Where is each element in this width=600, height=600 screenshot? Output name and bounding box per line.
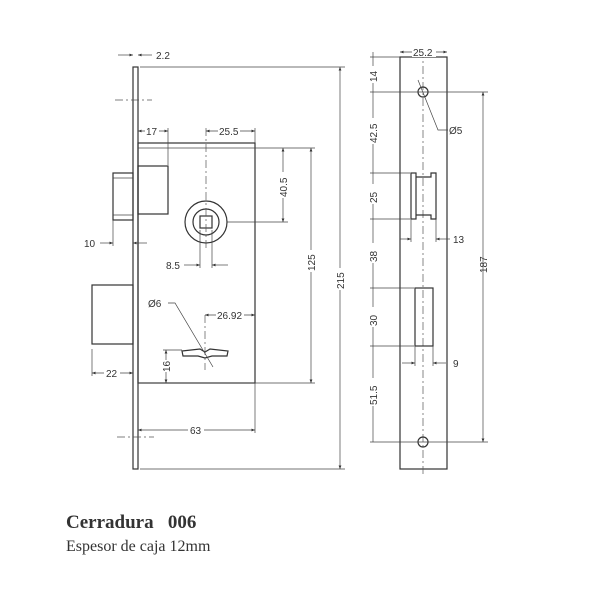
dim-hole-dia: Ø6 — [148, 299, 162, 310]
dim-body-depth: 63 — [190, 426, 202, 437]
dim-bolt-projection: 22 — [106, 369, 118, 380]
latch-housing — [137, 165, 169, 215]
latch-slot — [410, 172, 417, 220]
dim-lever-offset: 26.92 — [217, 311, 242, 322]
strike-plate — [399, 56, 448, 470]
dim-body-height: 125 — [307, 254, 318, 271]
dim-top: 14 — [369, 70, 380, 82]
faceplate — [132, 66, 139, 470]
dim-latch-slot: 25 — [369, 191, 380, 203]
strike-plate-view: 25.2 14 42.5 25 38 30 51.5 187 13 9 Ø5 — [367, 46, 490, 476]
latch-bolt — [112, 172, 134, 221]
dim-bottom: 51.5 — [369, 385, 380, 405]
lock-side-view: 2.2 17 25.5 40.5 125 215 10 8.5 Ø6 — [84, 51, 347, 470]
bolt-slot — [414, 287, 434, 347]
dim-lever-height: 16 — [162, 360, 173, 372]
dim-hole-spacing: 187 — [479, 256, 490, 273]
product-title: Cerradura 006 — [66, 512, 197, 533]
dim-faceplate: 2.2 — [156, 51, 170, 62]
dim-spindle-offset: 25.5 — [219, 127, 239, 138]
dim-gap1: 42.5 — [369, 123, 380, 143]
dim-bolt-slot: 30 — [369, 314, 380, 326]
dim-hole-dia: Ø5 — [449, 126, 463, 137]
dim-bolt-slot-width: 9 — [453, 359, 459, 370]
lock-body — [137, 142, 256, 384]
dim-width: 25.2 — [413, 48, 433, 59]
dim-latch-slot-width: 13 — [453, 235, 465, 246]
dim-spindle-to-top: 40.5 — [279, 177, 290, 197]
dead-bolt — [91, 284, 134, 345]
dim-latch-depth: 17 — [146, 127, 158, 138]
dim-gap2: 38 — [369, 250, 380, 262]
dim-latch-projection: 10 — [84, 239, 96, 250]
dim-spindle-square: 8.5 — [166, 261, 180, 272]
product-subtitle: Espesor de caja 12mm — [66, 538, 211, 555]
dim-total-height: 215 — [336, 272, 347, 289]
